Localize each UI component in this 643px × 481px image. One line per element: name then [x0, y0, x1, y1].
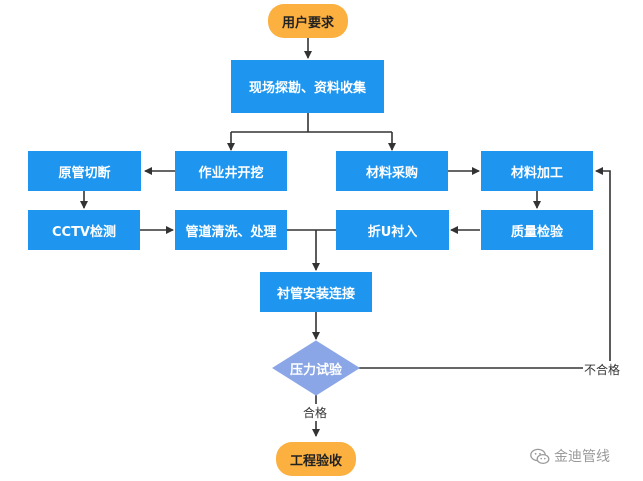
purchase-node-label: 材料采购 [365, 165, 418, 181]
insert-node: 折U衬入 [336, 210, 449, 250]
quality-node-label: 质量检验 [510, 224, 563, 240]
accept-node: 工程验收 [276, 442, 356, 476]
purchase-node: 材料采购 [336, 151, 448, 191]
process-node: 材料加工 [481, 151, 593, 191]
start-node-label: 用户要求 [281, 15, 334, 31]
liner-node: 衬管安装连接 [260, 272, 372, 312]
pressure-node: 压力试验 [276, 355, 356, 381]
clean-node: 管道清洗、处理 [175, 210, 287, 250]
pressure-node-label: 压力试验 [289, 362, 342, 378]
watermark: 金迪管线 [530, 446, 610, 466]
clean-node-label: 管道清洗、处理 [185, 224, 277, 240]
watermark-text: 金迪管线 [554, 449, 610, 465]
edge-pressure-fail-loop [358, 167, 611, 369]
survey-node-label: 现场探勘、资料收集 [248, 81, 366, 96]
cctv-node-label: CCTV检测 [51, 224, 116, 240]
accept-node-label: 工程验收 [289, 453, 342, 469]
start-node: 用户要求 [268, 4, 348, 38]
cut-node-label: 原管切断 [58, 165, 111, 181]
insert-node-label: 折U衬入 [367, 224, 418, 240]
cut-node: 原管切断 [28, 151, 141, 191]
fail-label: 不合格 [583, 361, 622, 378]
wechat-icon [530, 448, 550, 464]
survey-node: 现场探勘、资料收集 [231, 60, 384, 113]
well-node: 作业井开挖 [175, 151, 287, 191]
decision-diamond [272, 340, 360, 396]
well-node-label: 作业井开挖 [198, 165, 264, 181]
cctv-node: CCTV检测 [28, 210, 140, 250]
process-node-label: 材料加工 [510, 165, 563, 181]
liner-node-label: 衬管安装连接 [276, 286, 355, 302]
quality-node: 质量检验 [481, 210, 593, 250]
pass-label: 合格 [302, 404, 329, 421]
